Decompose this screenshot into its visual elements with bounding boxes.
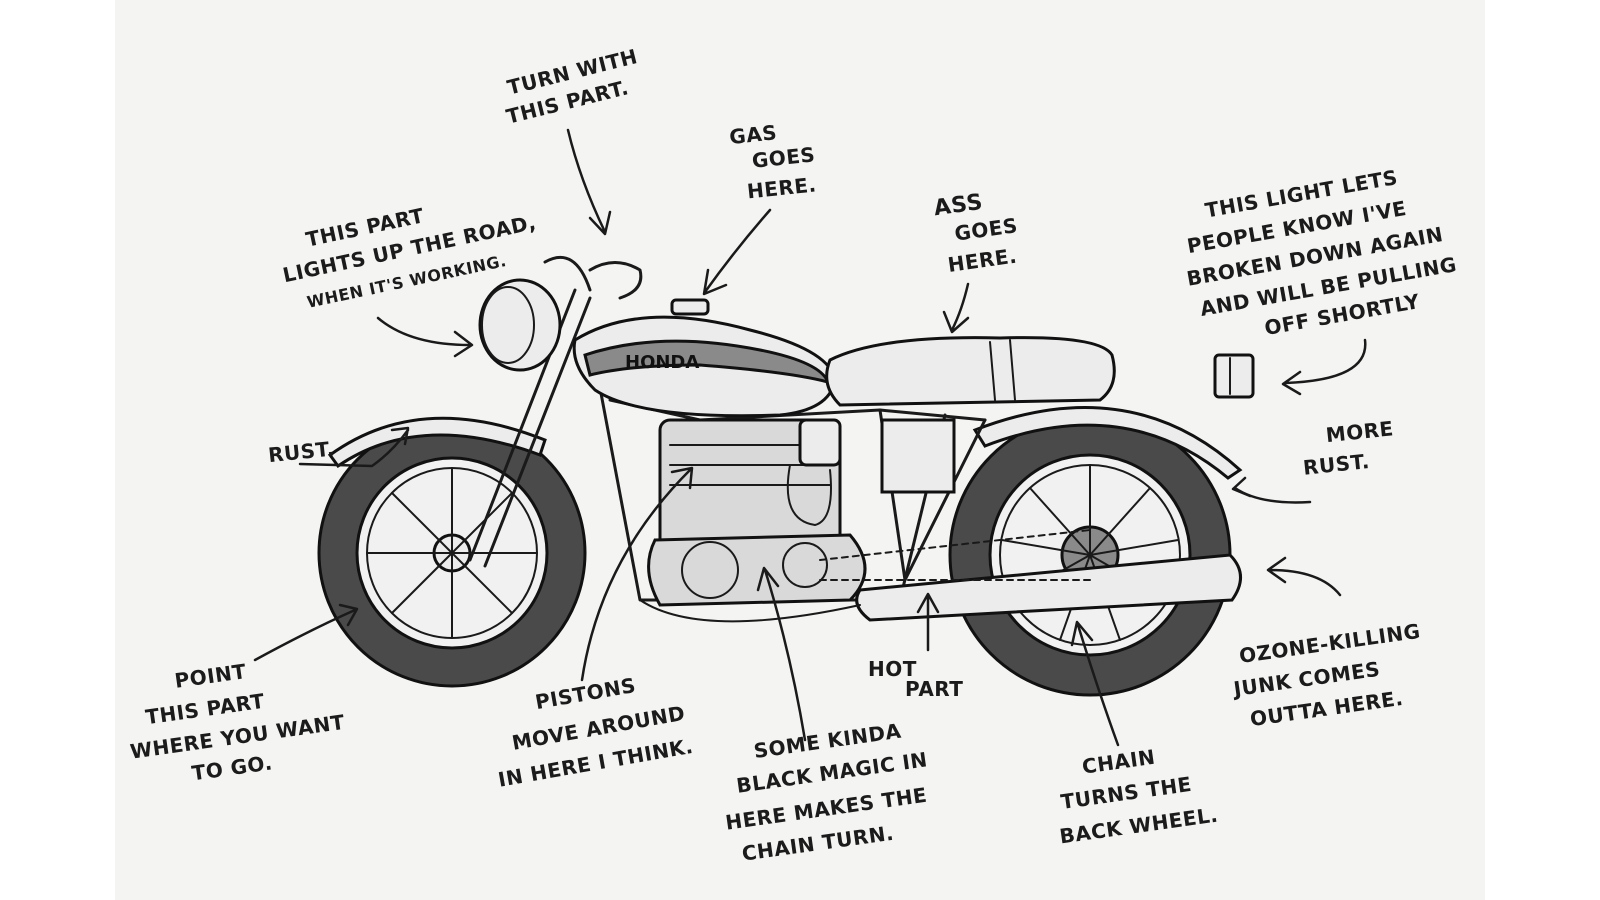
arrow-more-rust [1231,476,1312,504]
tank-brand: HONDA [625,352,699,373]
label-ass: ASS GOES HERE. [932,184,1031,277]
label-pistons: PISTONS MOVE AROUND IN HERE I THINK. [484,664,700,792]
engine [647,418,867,607]
gas-tank: HONDA [572,298,837,418]
front-fender [327,416,547,469]
arrow-gas [702,208,772,296]
arrow-pistons [580,466,694,682]
label-taillight: THIS LIGHT LETS PEOPLE KNOW I'VE BROKEN … [1174,156,1471,352]
label-ozone: OZONE-KILLING JUNK COMES OUTTA HERE. [1226,618,1438,733]
handlebar [543,256,643,300]
arrow-taillight [1281,338,1367,396]
exhaust-pipe [855,553,1242,622]
chain [819,529,1091,581]
taillight [1213,353,1255,399]
label-more-rust: MORE RUST. [1299,415,1406,479]
motorcycle-drawing: HONDA [317,256,1255,697]
arrow-chain [1070,620,1120,747]
label-point: POINT THIS PART WHERE YOU WANT TO GO. [120,645,358,793]
side-panel [880,418,956,494]
arrow-ass [942,282,970,334]
label-magic: SOME KINDA BLACK MAGIC IN HERE MAKES THE… [715,715,946,868]
annotation-arrows [253,128,1367,747]
arrow-magic [756,566,807,742]
arrow-rust [298,426,410,468]
label-gas: GAS GOES HERE. [728,116,827,205]
seat [825,336,1116,407]
front-wheel [317,418,587,688]
exhaust-header [639,599,861,623]
label-hot: HOT PART [868,657,963,701]
arrow-ozone [1266,556,1342,597]
rear-wheel [948,413,1232,697]
arrow-hot [916,592,940,652]
label-chain: CHAIN TURNS THE BACK WHEEL. [1049,737,1220,848]
label-turn: TURN WITH THIS PART. [497,42,654,128]
arrow-point [253,603,359,662]
arrow-headlight [376,316,474,358]
front-wheel-spokes [366,467,538,639]
headlight [478,278,562,372]
rear-fender [972,406,1243,480]
label-rust: RUST. [267,436,336,467]
arrow-turn [566,128,612,236]
